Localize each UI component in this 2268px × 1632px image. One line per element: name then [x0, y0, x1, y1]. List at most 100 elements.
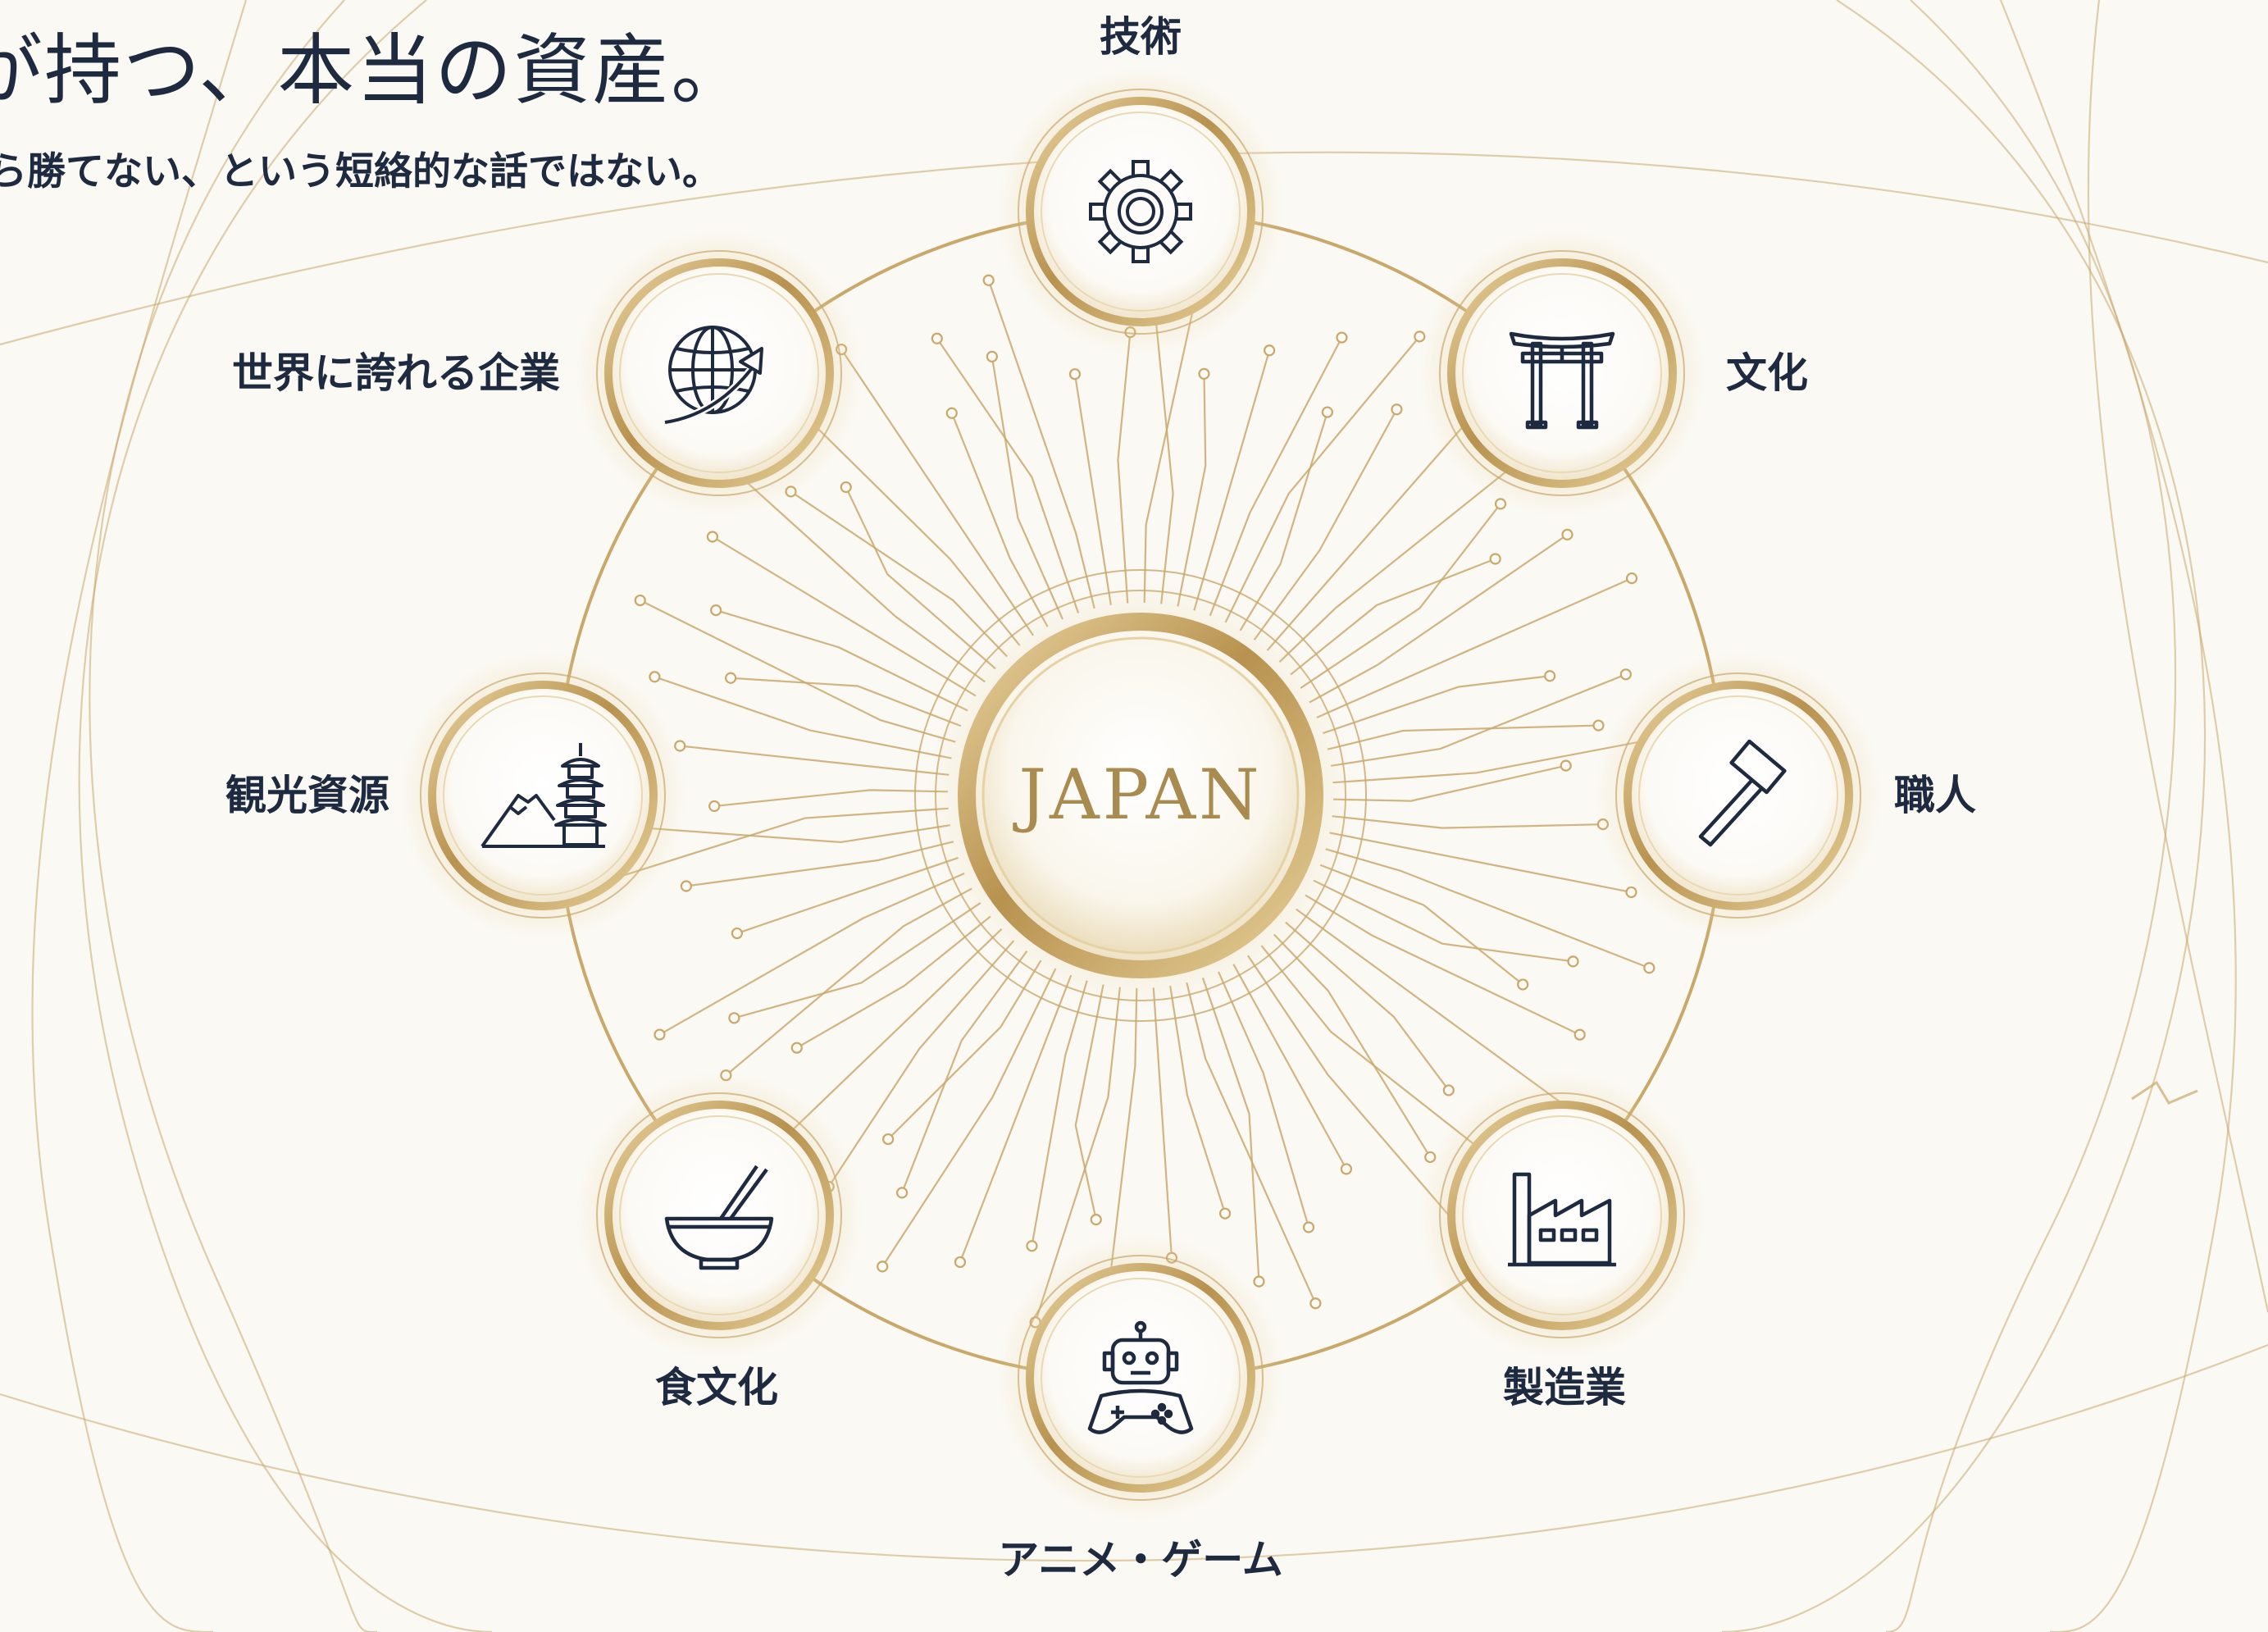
- circuit-trace: [721, 458, 986, 683]
- circuit-trace: [715, 609, 968, 712]
- circuit-pad: [634, 594, 646, 607]
- circuit-trace: [959, 974, 1073, 1263]
- gear-icon: [1089, 160, 1192, 263]
- circuit-trace: [1319, 864, 1523, 986]
- node-tech: [997, 68, 1284, 355]
- node-circle: [1447, 1101, 1677, 1330]
- center-inner-disc: [981, 636, 1300, 955]
- circuit-pad: [1068, 368, 1082, 381]
- circuit-trace: [1278, 440, 1545, 663]
- circuit-pad: [654, 1028, 666, 1041]
- node-outer-ring: [1018, 1255, 1264, 1501]
- subheadline: ら勝てない、という短絡的な話ではない。: [0, 149, 721, 194]
- circuit-trace: [1073, 374, 1112, 605]
- circuit-trace: [808, 419, 1021, 646]
- circuit-pad: [1489, 553, 1501, 565]
- circuit-trace: [1323, 675, 1551, 735]
- globe-growth-icon: [664, 326, 763, 426]
- circuit-trace: [881, 968, 1057, 1267]
- circuit-trace: [1186, 982, 1317, 1304]
- circuit-trace: [736, 856, 959, 935]
- circuit-trace: [658, 873, 965, 1036]
- circuit-trace: [840, 349, 1034, 636]
- label-tourism: 観光資源: [225, 772, 389, 819]
- node-circle: [604, 258, 834, 488]
- circuit-trace: [1193, 349, 1271, 611]
- circuit-trace: [790, 490, 1008, 658]
- robot-gamepad-icon: [1087, 1320, 1194, 1434]
- circuit-pad: [840, 481, 852, 494]
- node-outer-ring: [596, 1092, 842, 1338]
- bg-flow-line: [78, 0, 493, 1632]
- circuit-pad: [931, 332, 943, 344]
- center-label: JAPAN: [1012, 754, 1262, 835]
- circuit-trace: [641, 824, 950, 844]
- circuit-trace: [1300, 503, 1501, 689]
- node-tourism: [399, 652, 686, 939]
- circuit-trace: [752, 928, 1003, 1169]
- node-manufacturing: [1419, 1072, 1706, 1359]
- bg-flow-line: [0, 151, 2268, 346]
- circuit-trace: [901, 950, 1028, 1193]
- circuit-pad: [790, 1042, 803, 1054]
- circuit-trace: [827, 940, 1015, 1188]
- node-circle: [604, 1101, 834, 1330]
- circuit-pad: [1560, 759, 1572, 772]
- circuit-trace: [640, 599, 956, 743]
- node-anime-game: [997, 1234, 1284, 1521]
- node-circle: [1447, 258, 1677, 488]
- circuit-pad: [708, 800, 721, 813]
- circuit-pad: [1302, 1221, 1315, 1233]
- node-outer-ring: [1615, 672, 1861, 919]
- torii-gate-icon: [1509, 331, 1615, 430]
- node-inner-ring: [619, 273, 819, 473]
- hammer-icon: [1698, 739, 1787, 847]
- circuit-trace: [1031, 980, 1088, 1247]
- circuit-trace: [1260, 945, 1489, 1156]
- circuit-lines: [603, 252, 1680, 1329]
- circuit-trace: [1290, 558, 1496, 676]
- circuit-pad: [1592, 719, 1605, 732]
- asset-nodes: [399, 68, 1882, 1521]
- circuit-pad: [680, 880, 693, 892]
- circuit-trace: [936, 338, 1080, 613]
- circuit-pad: [1090, 1214, 1102, 1226]
- circuit-trace: [1331, 673, 1627, 767]
- circuit-trace: [1332, 764, 1566, 802]
- circuit-trace: [1273, 933, 1432, 1158]
- circuit-trace: [1224, 335, 1421, 623]
- circuit-trace: [680, 745, 950, 776]
- circuit-trace: [1313, 879, 1573, 963]
- circuit-trace: [609, 807, 949, 881]
- circuit-trace: [1169, 986, 1227, 1215]
- circuit-trace: [1316, 577, 1633, 718]
- circuit-trace: [1152, 987, 1173, 1258]
- circuit-trace: [987, 280, 1095, 609]
- circuit-trace: [1305, 894, 1581, 1036]
- circuit-pad: [954, 1256, 967, 1269]
- circuit-pad: [895, 1187, 909, 1199]
- bg-flow-line: [1999, 0, 2237, 1632]
- circuit-pad: [1218, 1207, 1232, 1219]
- label-food-culture: 食文化: [655, 1364, 778, 1411]
- label-manufacturing: 製造業: [1503, 1364, 1626, 1411]
- circuit-pad: [1625, 572, 1638, 585]
- circuit-trace: [685, 841, 954, 887]
- node-companies: [576, 230, 863, 517]
- circuit-pad: [1309, 1297, 1322, 1310]
- circuit-trace: [1209, 337, 1343, 617]
- circuit-pad: [1442, 1084, 1455, 1096]
- circuit-trace: [654, 676, 952, 759]
- label-companies: 世界に誇れる企業: [232, 349, 560, 397]
- circuit-pad: [1567, 955, 1579, 968]
- circuit-trace: [1285, 921, 1450, 1092]
- circuit-pad: [725, 672, 737, 684]
- circuit-pad: [882, 1133, 895, 1146]
- circuit-trace: [1107, 987, 1138, 1295]
- circuit-pad: [1026, 1240, 1038, 1252]
- node-outer-ring: [420, 672, 666, 919]
- circuit-trace: [714, 789, 949, 808]
- bg-flow-line: [1885, 0, 2177, 1632]
